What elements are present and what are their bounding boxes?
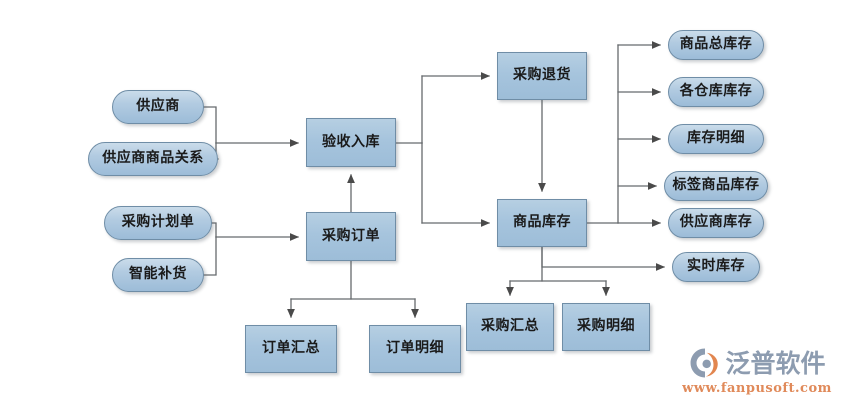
node-goods-stock[interactable]: 商品库存 <box>497 199 587 247</box>
edge-plan-to-order <box>211 222 217 238</box>
node-receive-storage[interactable]: 验收入库 <box>306 118 396 167</box>
node-label: 供应商库存 <box>679 214 753 231</box>
node-purchase-detail[interactable]: 采购明细 <box>562 303 650 351</box>
node-purchase-return[interactable]: 采购退货 <box>497 52 587 100</box>
node-order-summary[interactable]: 订单汇总 <box>245 325 337 373</box>
watermark-brand: 泛普软件 <box>725 348 826 378</box>
node-purchase-order[interactable]: 采购订单 <box>306 212 396 261</box>
edge-replenish-to-order <box>203 236 217 276</box>
node-label: 商品库存 <box>513 214 571 231</box>
fanpu-logo-icon <box>691 348 719 378</box>
node-order-detail[interactable]: 订单明细 <box>369 325 461 373</box>
watermark-logo: 泛普软件 www.fanpusoft.com <box>682 334 832 396</box>
node-label: 采购明细 <box>577 318 635 335</box>
node-realtime-stock[interactable]: 实时库存 <box>672 252 760 282</box>
node-label: 采购退货 <box>513 67 571 84</box>
node-supplier-goods-relation[interactable]: 供应商商品关系 <box>88 142 218 176</box>
watermark-row: 泛普软件 <box>688 346 826 380</box>
node-label: 供应商商品关系 <box>102 150 204 167</box>
node-label: 供应商 <box>136 98 180 115</box>
node-label: 验收入库 <box>322 133 380 150</box>
node-label: 实时库存 <box>687 258 745 275</box>
node-purchase-plan[interactable]: 采购计划单 <box>104 206 212 240</box>
node-supplier-stock[interactable]: 供应商库存 <box>668 208 764 238</box>
node-label: 标签商品库存 <box>672 177 760 194</box>
node-total-goods-stock[interactable]: 商品总库存 <box>668 30 764 60</box>
node-label: 各仓库库存 <box>679 83 753 100</box>
node-warehouse-stock[interactable]: 各仓库库存 <box>668 77 764 107</box>
node-label: 商品总库存 <box>679 36 753 53</box>
node-purchase-summary[interactable]: 采购汇总 <box>466 303 554 351</box>
edge-stock-to-realtime <box>541 246 665 271</box>
node-label: 订单汇总 <box>262 340 320 357</box>
node-label: 订单明细 <box>386 340 444 357</box>
node-label: 采购汇总 <box>481 318 539 335</box>
node-label: 采购计划单 <box>121 214 195 231</box>
node-label: 采购订单 <box>322 227 380 244</box>
node-label: 智能补货 <box>129 266 187 283</box>
node-supplier[interactable]: 供应商 <box>112 90 204 124</box>
node-stock-detail[interactable]: 库存明细 <box>668 124 764 154</box>
edge-supplier-to-receive <box>203 106 217 144</box>
node-label: 库存明细 <box>687 130 745 147</box>
node-smart-replenishment[interactable]: 智能补货 <box>112 258 204 292</box>
node-label-goods-stock[interactable]: 标签商品库存 <box>664 171 768 201</box>
watermark-url: www.fanpusoft.com <box>682 381 832 396</box>
